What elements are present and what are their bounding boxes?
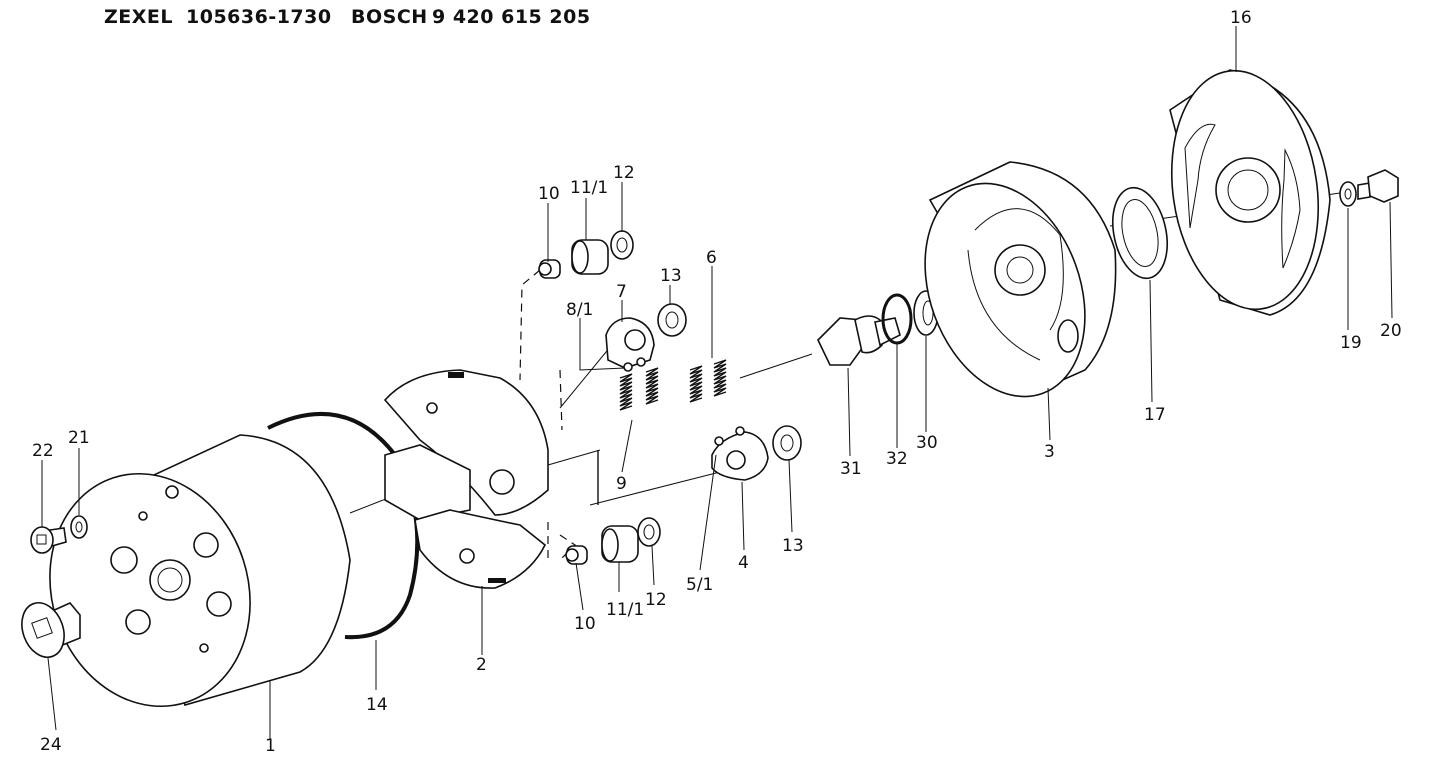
- callout-19: 19: [1340, 333, 1362, 353]
- callout-14: 14: [366, 695, 388, 715]
- header-brand-bosch: BOSCH: [351, 6, 428, 28]
- callout-1: 1: [265, 736, 276, 756]
- callout-8-1: 8/1: [566, 300, 593, 320]
- callout-12-upper: 12: [613, 163, 635, 183]
- callout-11-1-upper: 11/1: [570, 178, 608, 198]
- callout-30: 30: [916, 433, 938, 453]
- callout-13-upper: 13: [660, 266, 682, 286]
- flyweight-carrier-part-2: [383, 369, 549, 589]
- callout-5-1: 5/1: [686, 575, 713, 595]
- lever-part-7: [605, 303, 687, 372]
- callout-12-lower: 12: [645, 590, 667, 610]
- lever-part-4: [711, 425, 802, 481]
- header-brand-zexel: ZEXEL: [104, 6, 173, 28]
- callout-20: 20: [1380, 321, 1402, 341]
- bushing-set-upper: [538, 230, 634, 279]
- callout-11-1-lower: 11/1: [606, 600, 644, 620]
- plug-part-24: [21, 602, 81, 658]
- washer-part-19: [1339, 181, 1357, 207]
- adjusting-screw-part-31: [817, 315, 901, 366]
- callout-6: 6: [706, 248, 717, 268]
- callout-9: 9: [616, 474, 627, 494]
- bushing-set-lower: [565, 517, 661, 565]
- callout-21: 21: [68, 428, 90, 448]
- callout-31: 31: [840, 459, 862, 479]
- callout-24: 24: [40, 735, 62, 755]
- callout-17: 17: [1144, 405, 1166, 425]
- header-part-bosch: 9 420 615 205: [432, 6, 591, 28]
- callout-10-lower: 10: [574, 614, 596, 634]
- header-part-zexel: 105636-1730: [186, 6, 332, 28]
- callout-32: 32: [886, 449, 908, 469]
- callout-22: 22: [32, 441, 54, 461]
- callout-7: 7: [616, 282, 627, 302]
- callout-13-lower: 13: [782, 536, 804, 556]
- callout-10-upper: 10: [538, 184, 560, 204]
- washer-part-21: [70, 515, 88, 539]
- drive-housing-part-3: [924, 161, 1117, 398]
- bolt-part-20: [1357, 169, 1399, 203]
- housing-part-1: [49, 434, 351, 708]
- callout-16: 16: [1230, 8, 1252, 28]
- callout-3: 3: [1044, 442, 1055, 462]
- screw-part-22: [30, 526, 67, 554]
- callout-labels: 16 10 11/1 12 13 7 8/1 6 9 31 32 30 3 17…: [32, 8, 1402, 756]
- springs-part-6: [689, 359, 727, 403]
- callout-2: 2: [476, 655, 487, 675]
- springs-part-9: [619, 367, 659, 411]
- cover-plate-part-16: [1169, 69, 1331, 316]
- dashed-paths: [519, 269, 576, 561]
- callout-4: 4: [738, 553, 749, 573]
- leader-lines: [41, 26, 1393, 740]
- bearing-part-17: [1112, 186, 1168, 280]
